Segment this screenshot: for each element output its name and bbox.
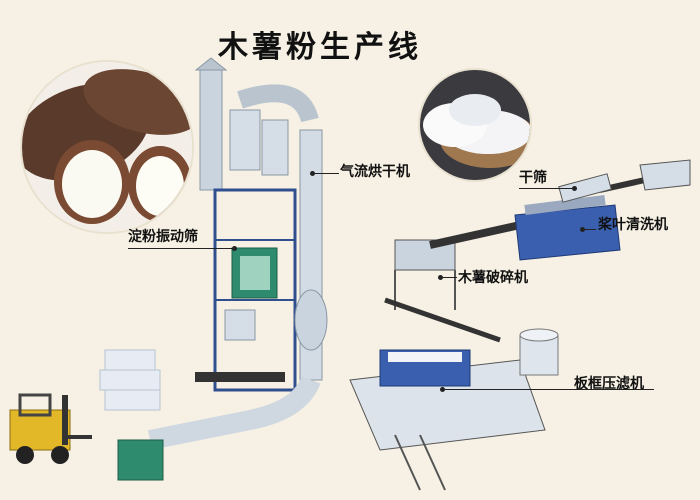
dry-sieve-leader bbox=[519, 188, 574, 189]
starch-sieve-pointer bbox=[232, 246, 237, 251]
paddle-washer-leader bbox=[584, 229, 596, 230]
air-dryer-leader bbox=[314, 173, 339, 174]
paddle-washer-pointer bbox=[580, 227, 585, 232]
dryer-tower bbox=[194, 57, 319, 392]
filter-press bbox=[349, 297, 546, 491]
dry-sieve-label: 干筛 bbox=[519, 170, 547, 186]
dry-sieve-pointer bbox=[572, 186, 577, 191]
crusher-label: 木薯破碎机 bbox=[458, 270, 528, 286]
cassava-photo bbox=[22, 62, 192, 232]
crusher-unit bbox=[394, 221, 521, 310]
filter-press-pointer bbox=[440, 387, 445, 392]
starch-powder-photo bbox=[420, 70, 530, 180]
cassava-illustration bbox=[22, 62, 192, 232]
starch-bags bbox=[99, 349, 161, 411]
paddle-washer-label: 桨叶清洗机 bbox=[598, 217, 668, 233]
starch-sieve-label: 淀粉振动筛 bbox=[128, 229, 198, 245]
crusher-leader bbox=[442, 277, 457, 278]
slurry-tank bbox=[519, 328, 559, 376]
page-title: 木薯粉生产线 bbox=[218, 30, 422, 65]
starch-powder-illustration bbox=[420, 70, 530, 180]
crusher-pointer bbox=[438, 275, 443, 280]
filter-press-leader bbox=[444, 389, 654, 390]
air-dryer-label: 气流烘干机 bbox=[340, 164, 410, 180]
filter-press-label: 板框压滤机 bbox=[574, 376, 644, 392]
forklift bbox=[9, 393, 92, 464]
air-dryer-pointer bbox=[310, 171, 315, 176]
starch-sieve-leader bbox=[128, 248, 233, 249]
